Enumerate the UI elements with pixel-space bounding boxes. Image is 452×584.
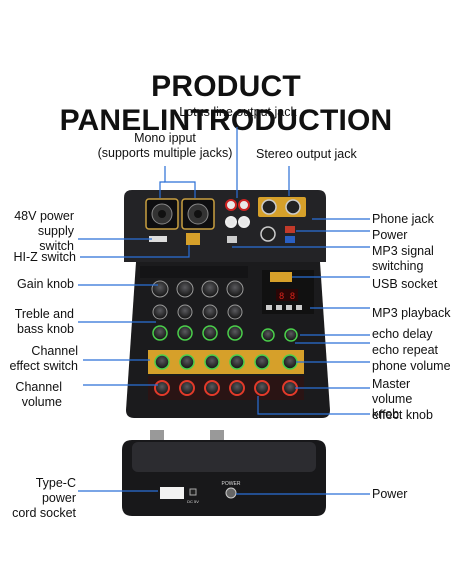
label-channel-effect-line1: Channel <box>31 344 78 358</box>
front-panel <box>126 262 330 418</box>
label-phone-volume: phone volume <box>372 359 451 373</box>
label-channel-effect: Channel effect switch <box>0 344 78 374</box>
label-master-volume-line1: Master volume <box>372 377 413 406</box>
label-mono-input-line2: (supports multiple jacks) <box>97 146 233 160</box>
label-power-top: Power <box>372 228 408 242</box>
label-channel-volume: Channel volume <box>0 380 62 410</box>
label-treble-bass: Treble and bass knob <box>0 307 74 337</box>
label-mp3-signal: MP3 signal switching <box>372 244 434 274</box>
mp3-display: 8 8 <box>279 292 295 302</box>
label-mono-input: Mono ipput (supports multiple jacks) <box>90 131 240 161</box>
rear-panel <box>122 430 326 516</box>
label-effect-knob: effect knob <box>372 408 433 422</box>
label-phone-jack: Phone jack <box>372 212 434 226</box>
leader-lines <box>78 127 370 495</box>
rear-power-text: POWER <box>222 481 241 487</box>
label-echo-delay: echo delay <box>372 327 433 341</box>
rear-dc-text: DC 5V <box>187 499 199 504</box>
top-panel <box>124 190 326 262</box>
label-mp3-signal-line2: switching <box>372 259 424 273</box>
label-mp3-playback: MP3 playback <box>372 306 451 320</box>
label-typec-line1: Type-C power <box>35 476 76 505</box>
label-48v-line2: supply switch <box>37 224 74 253</box>
label-typec-line2: cord socket <box>12 506 76 520</box>
label-treble-bass-line1: Treble and <box>14 307 74 321</box>
label-master-volume-line2: knob <box>372 407 400 421</box>
label-treble-bass-line2: bass knob <box>17 322 74 336</box>
label-48v-line1: 48V power <box>14 209 74 223</box>
label-master-volume: Master volume knob <box>372 377 452 422</box>
label-48v-switch: 48V power supply switch <box>0 209 74 254</box>
label-typec-socket: Type-C power cord socket <box>0 476 76 521</box>
label-channel-volume-line1: Channel <box>15 380 62 394</box>
label-channel-effect-line2: effect switch <box>9 359 78 373</box>
label-stereo-output: Stereo output jack <box>256 147 357 161</box>
label-channel-volume-line2: volume <box>21 395 62 409</box>
label-usb-socket: USB socket <box>372 277 438 291</box>
label-lotus-line-output: Lotus line output jack <box>179 105 297 119</box>
label-gain-knob: Gain knob <box>17 277 74 291</box>
label-power-bottom: Power <box>372 487 408 501</box>
label-mono-input-line1: Mono ipput <box>134 131 196 145</box>
page-title: PRODUCT PANELINTRODUCTION <box>59 70 393 137</box>
label-mp3-signal-line1: MP3 signal <box>372 244 434 258</box>
label-echo-repeat: echo repeat <box>372 343 439 357</box>
label-hiz-switch: HI-Z switch <box>13 250 77 264</box>
